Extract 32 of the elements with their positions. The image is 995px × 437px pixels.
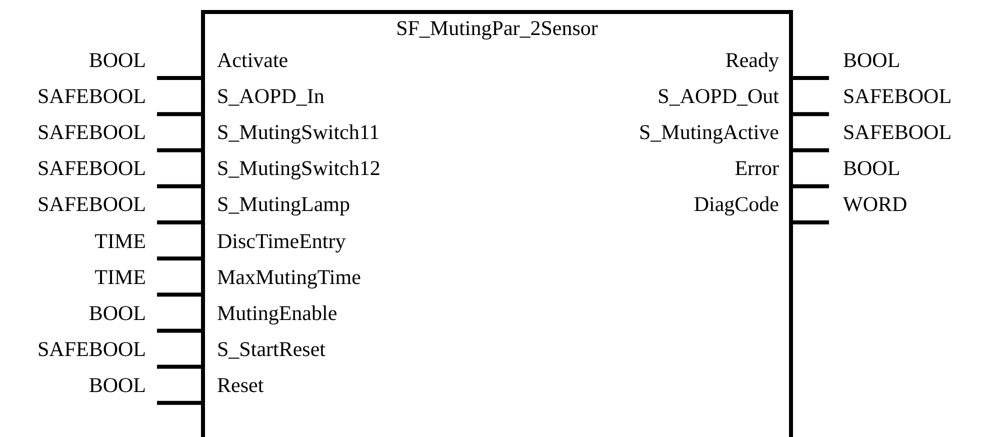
data-type-label: SAFEBOOL bbox=[37, 84, 146, 108]
data-type-label: BOOL bbox=[843, 156, 900, 180]
data-type-label: BOOL bbox=[88, 300, 146, 325]
output-name: Ready bbox=[725, 48, 779, 72]
data-type-label: SAFEBOOL bbox=[37, 156, 146, 180]
input-name: MaxMutingTime bbox=[217, 264, 361, 289]
data-type-label: BOOL bbox=[88, 372, 146, 397]
input-name: S_AOPD_In bbox=[217, 84, 324, 108]
data-type-label: SAFEBOOL bbox=[843, 84, 952, 108]
input-name: S_MutingSwitch11 bbox=[217, 120, 380, 144]
input-name: DiscTimeEntry bbox=[217, 228, 346, 252]
output-name: Error bbox=[734, 156, 779, 180]
data-type-label: SAFEBOOL bbox=[843, 120, 952, 144]
input-name: S_MutingLamp bbox=[217, 192, 350, 216]
data-type-label: SAFEBOOL bbox=[37, 192, 146, 216]
data-type-label: WORD bbox=[843, 192, 908, 216]
output-name: S_MutingActive bbox=[639, 120, 779, 144]
output-name: S_AOPD_Out bbox=[658, 84, 779, 108]
data-type-label: BOOL bbox=[88, 48, 146, 72]
block-title: SF_MutingPar_2Sensor bbox=[395, 16, 599, 40]
data-type-label: TIME bbox=[94, 228, 146, 252]
input-name: Reset bbox=[217, 372, 264, 397]
data-type-label: BOOL bbox=[843, 48, 900, 72]
data-type-label: SAFEBOOL bbox=[37, 336, 146, 361]
output-name: DiagCode bbox=[694, 192, 779, 216]
input-name: S_MutingSwitch12 bbox=[217, 156, 380, 180]
function-block bbox=[201, 10, 793, 437]
input-name: MutingEnable bbox=[217, 300, 338, 325]
input-name: Activate bbox=[217, 48, 288, 72]
input-name: S_StartReset bbox=[217, 336, 326, 361]
data-type-label: TIME bbox=[94, 264, 146, 289]
data-type-label: SAFEBOOL bbox=[37, 120, 146, 144]
